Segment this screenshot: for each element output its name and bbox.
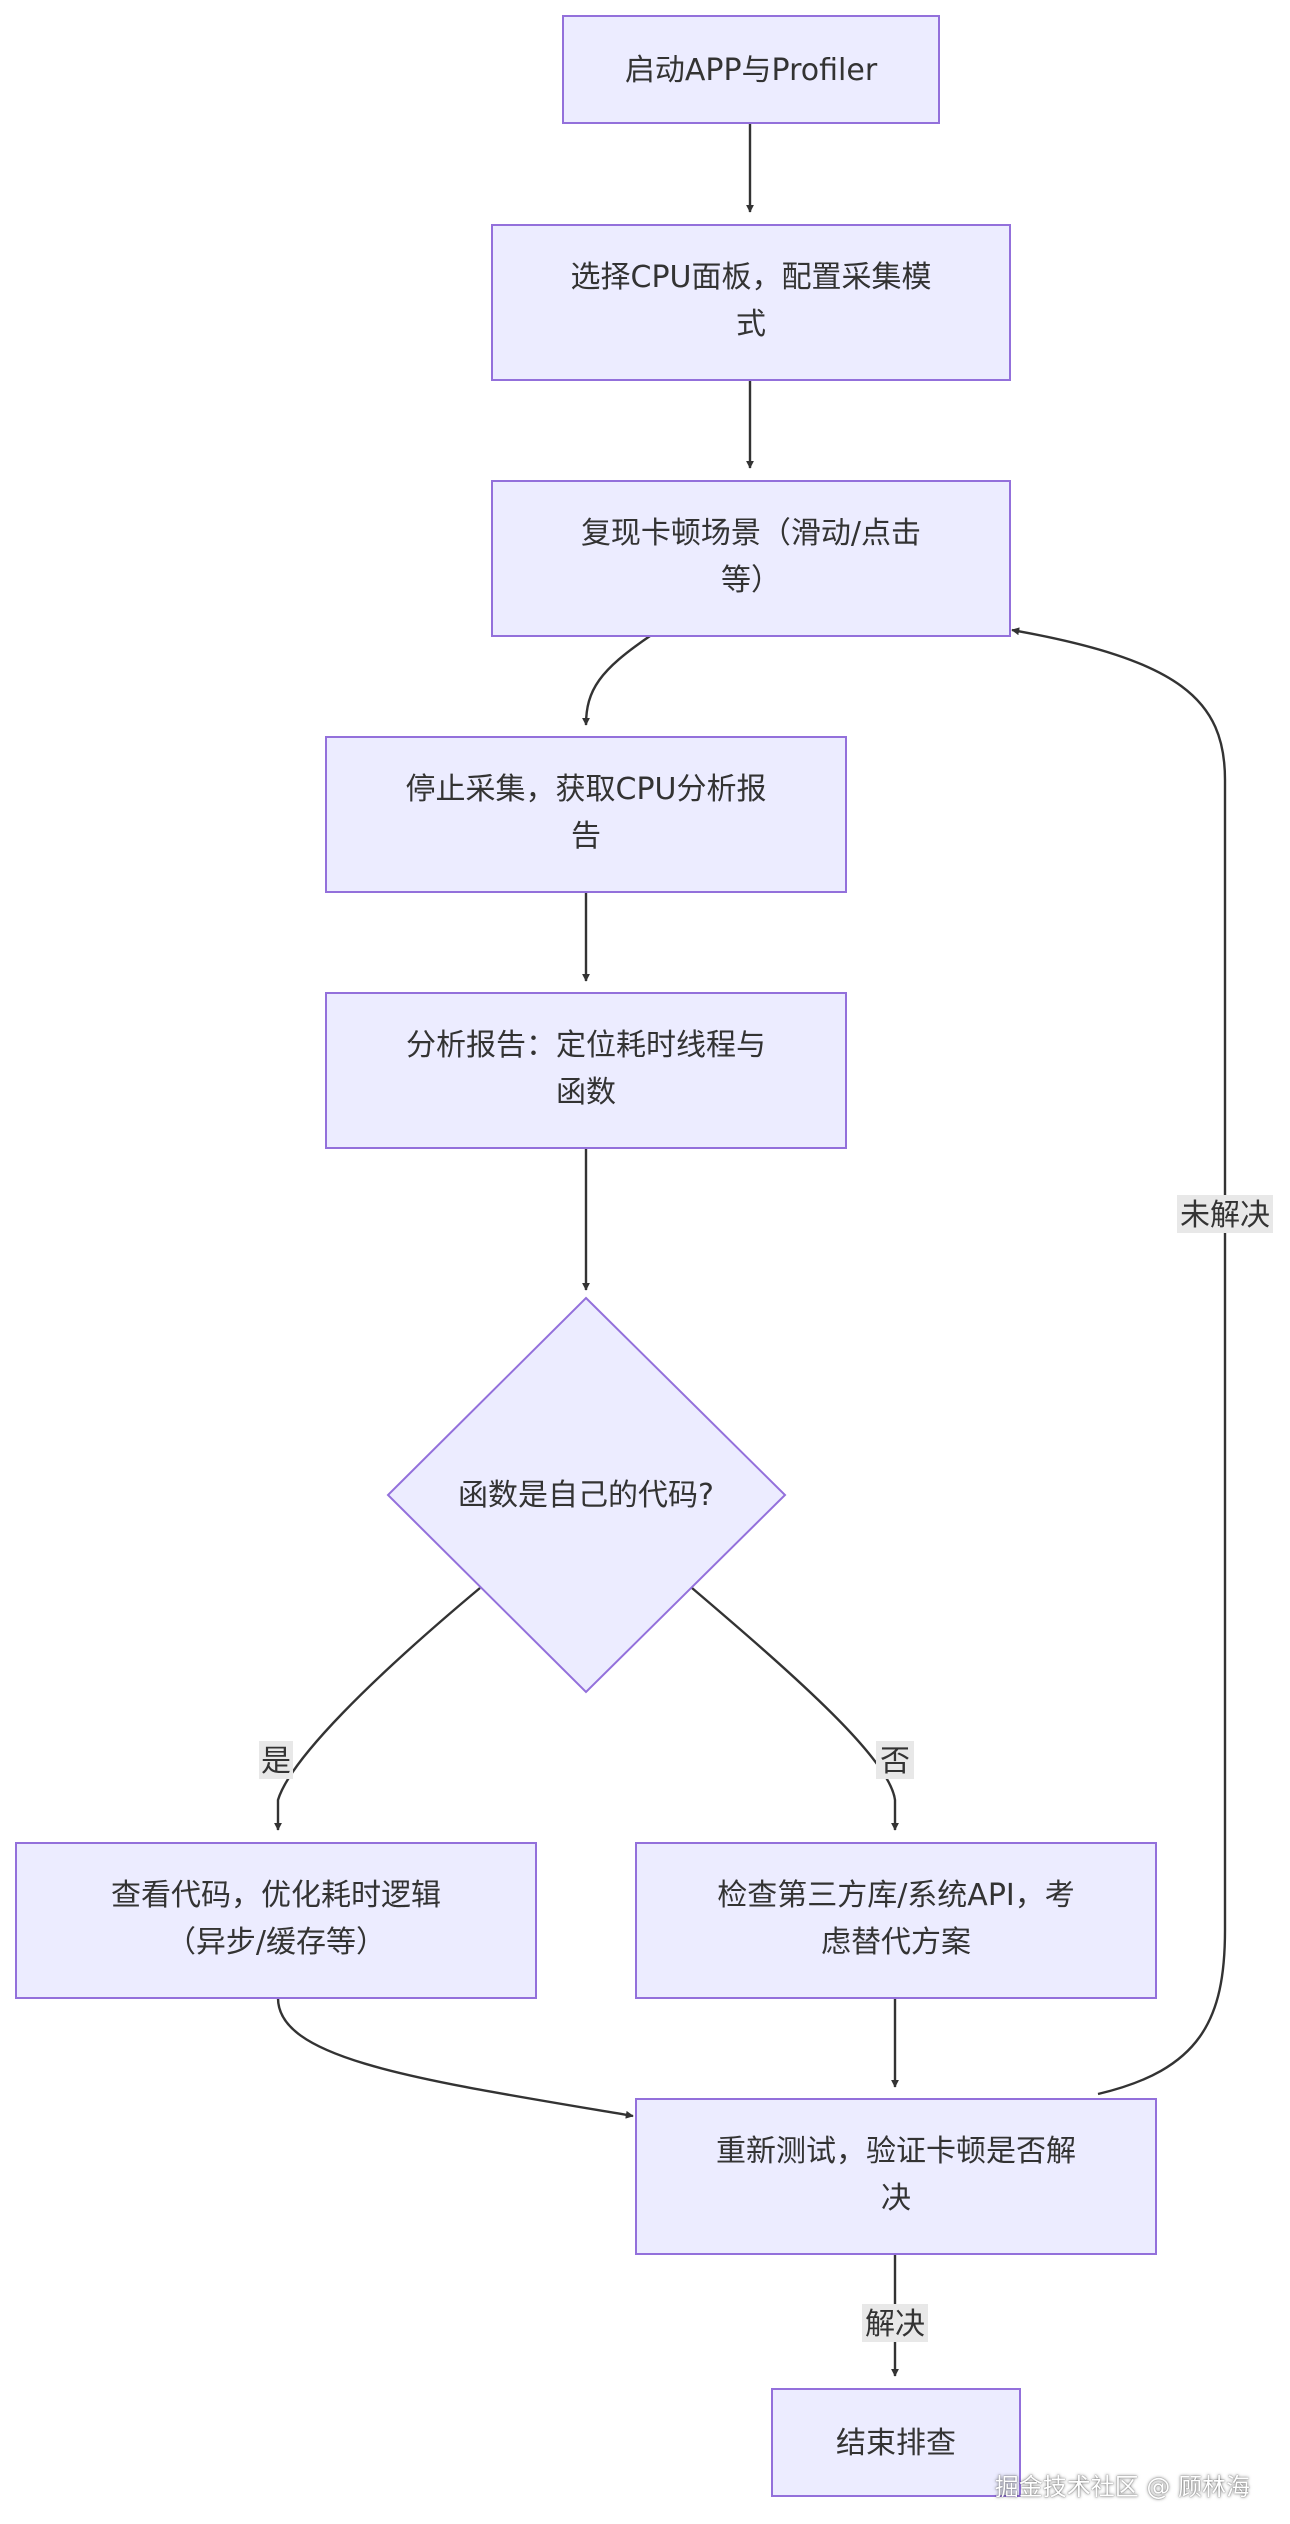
node-own-code-line-1: 查看代码，优化耗时逻辑 <box>111 1878 441 1913</box>
node-stop-capture-line-2: 告 <box>571 819 601 854</box>
node-select-cpu-line-2: 式 <box>736 307 766 342</box>
node-third-party-line-1: 检查第三方库/系统API，考 <box>717 1878 1075 1913</box>
node-decision-diamond <box>386 1296 787 1694</box>
node-reproduce-box <box>491 480 1011 637</box>
edge-label-resolved: 解决 <box>862 2304 928 2342</box>
node-retest: 重新测试，验证卡顿是否解 决 <box>635 2098 1157 2255</box>
edge-label-unresolved-bg <box>1177 1195 1273 1233</box>
node-select-cpu-line-1: 选择CPU面板，配置采集模 <box>571 260 932 295</box>
node-stop-capture-line-1: 停止采集，获取CPU分析报 <box>406 772 767 807</box>
node-third-party-box <box>635 1842 1157 1999</box>
edge-reproduce-to-stop <box>582 635 651 726</box>
node-analyze-box <box>325 992 847 1149</box>
node-select-cpu-box <box>491 224 1011 381</box>
node-analyze-line-1: 分析报告：定位耗时线程与 <box>406 1028 766 1063</box>
node-own-code-box <box>15 1842 537 1999</box>
edge-label-yes-bg <box>259 1741 293 1779</box>
node-select-cpu: 选择CPU面板，配置采集模 式 <box>491 224 1011 381</box>
node-end: 结束排查 <box>771 2388 1021 2497</box>
node-decision: 函数是自己的代码? <box>386 1296 787 1694</box>
edge-label-unresolved-text: 未解决 <box>1180 1198 1270 1233</box>
edge-label-yes-text: 是 <box>261 1744 291 1779</box>
node-retest-box <box>635 2098 1157 2255</box>
edge-label-no-bg <box>876 1741 914 1779</box>
watermark: 掘金技术社区 @ 顾林海 <box>994 2473 1250 2501</box>
node-start-box <box>562 15 940 124</box>
edge-label-unresolved: 未解决 <box>1177 1195 1273 1233</box>
node-own-code-line-2: （异步/缓存等） <box>166 1925 386 1960</box>
node-reproduce: 复现卡顿场景（滑动/点击 等） <box>491 480 1011 637</box>
edge-label-yes: 是 <box>259 1741 293 1779</box>
node-own-code: 查看代码，优化耗时逻辑 （异步/缓存等） <box>15 1842 537 1999</box>
edge-own-code-to-retest <box>276 1997 634 2119</box>
edges <box>274 123 1227 2377</box>
edge-label-no-text: 否 <box>880 1744 910 1779</box>
node-reproduce-line-1: 复现卡顿场景（滑动/点击 <box>581 516 921 551</box>
node-third-party: 检查第三方库/系统API，考 虑替代方案 <box>635 1842 1157 1999</box>
edge-labels: 是 否 未解决 解决 <box>259 1195 1273 2342</box>
node-end-box <box>771 2388 1021 2497</box>
node-end-line-1: 结束排查 <box>836 2426 956 2461</box>
node-analyze: 分析报告：定位耗时线程与 函数 <box>325 992 847 1149</box>
node-analyze-line-2: 函数 <box>556 1075 616 1110</box>
edge-label-resolved-bg <box>862 2304 928 2342</box>
nodes: 启动APP与Profiler 选择CPU面板，配置采集模 式 复现卡顿场景（滑动… <box>15 15 1157 2497</box>
node-stop-capture-box <box>325 736 847 893</box>
node-retest-line-2: 决 <box>881 2181 911 2216</box>
node-retest-line-1: 重新测试，验证卡顿是否解 <box>716 2134 1076 2169</box>
node-decision-line-1: 函数是自己的代码? <box>458 1478 714 1513</box>
edge-retest-to-reproduce <box>1011 627 1227 2096</box>
edge-label-no: 否 <box>876 1741 914 1779</box>
node-start-line-1: 启动APP与Profiler <box>625 53 878 88</box>
node-start: 启动APP与Profiler <box>562 15 940 124</box>
node-stop-capture: 停止采集，获取CPU分析报 告 <box>325 736 847 893</box>
edge-decision-to-third-party <box>691 1587 899 1831</box>
edge-decision-to-own-code <box>274 1587 481 1831</box>
edge-label-resolved-text: 解决 <box>865 2307 925 2342</box>
node-third-party-line-2: 虑替代方案 <box>821 1925 971 1960</box>
node-reproduce-line-2: 等） <box>721 563 781 598</box>
